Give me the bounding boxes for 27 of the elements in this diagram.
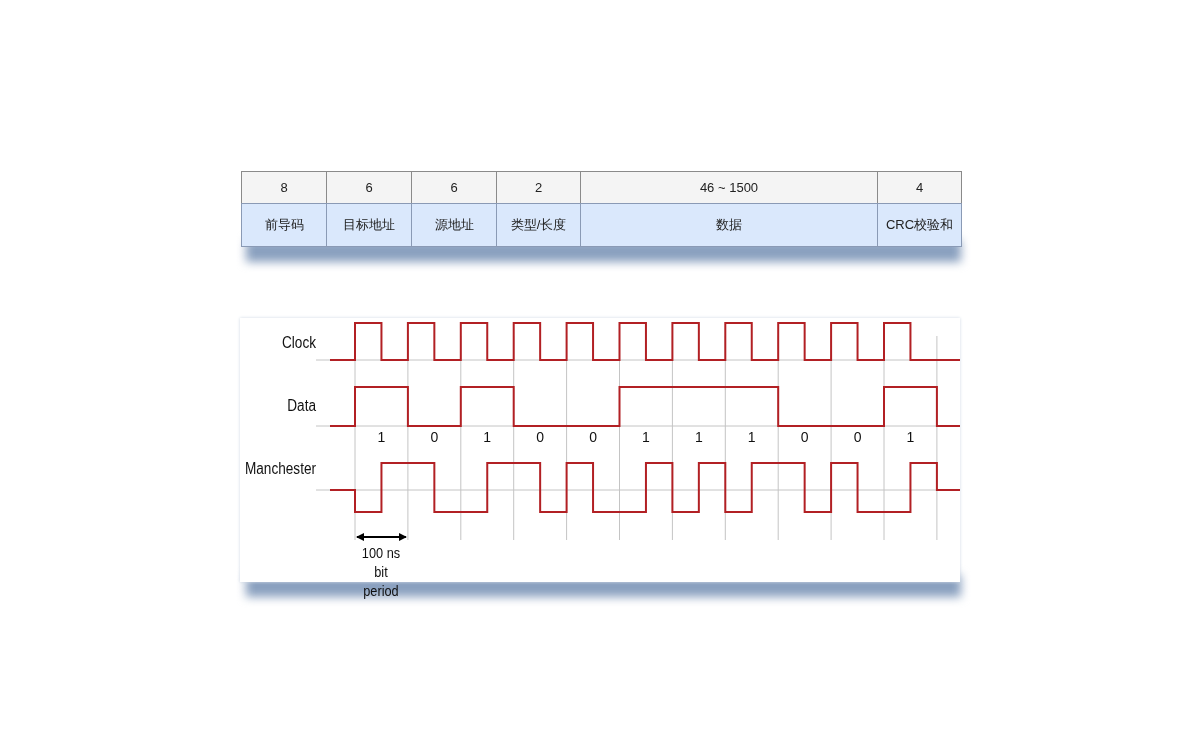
dimension-label: 100 ns bit period	[360, 543, 402, 600]
table-cell: 数据	[580, 203, 878, 247]
bit-value: 0	[429, 429, 440, 445]
table-cell: CRC校验和	[877, 203, 962, 247]
bit-value: 1	[905, 429, 916, 445]
header-cell: 46 ~ 1500	[580, 171, 878, 204]
table-cell: 源地址	[411, 203, 497, 247]
bit-value: 1	[693, 429, 704, 445]
bit-value: 1	[746, 429, 757, 445]
table-cell: 类型/长度	[496, 203, 581, 247]
bit-value: 1	[641, 429, 651, 445]
header-cell: 2	[496, 171, 581, 204]
bit-value: 0	[588, 429, 598, 445]
signal-label: Manchester	[243, 460, 316, 478]
bit-value: 0	[799, 429, 810, 445]
header-cell: 4	[877, 171, 962, 204]
bit-value: 1	[482, 429, 493, 445]
bit-value: 0	[852, 429, 863, 445]
header-cell: 8	[241, 171, 327, 204]
header-cell: 6	[411, 171, 497, 204]
table-cell: 目标地址	[326, 203, 412, 247]
bit-value: 0	[535, 429, 546, 445]
signal-label: Data	[286, 397, 316, 415]
header-cell: 6	[326, 171, 412, 204]
signal-label: Clock	[281, 334, 316, 352]
bit-value: 1	[376, 429, 387, 445]
table-cell: 前导码	[241, 203, 327, 247]
